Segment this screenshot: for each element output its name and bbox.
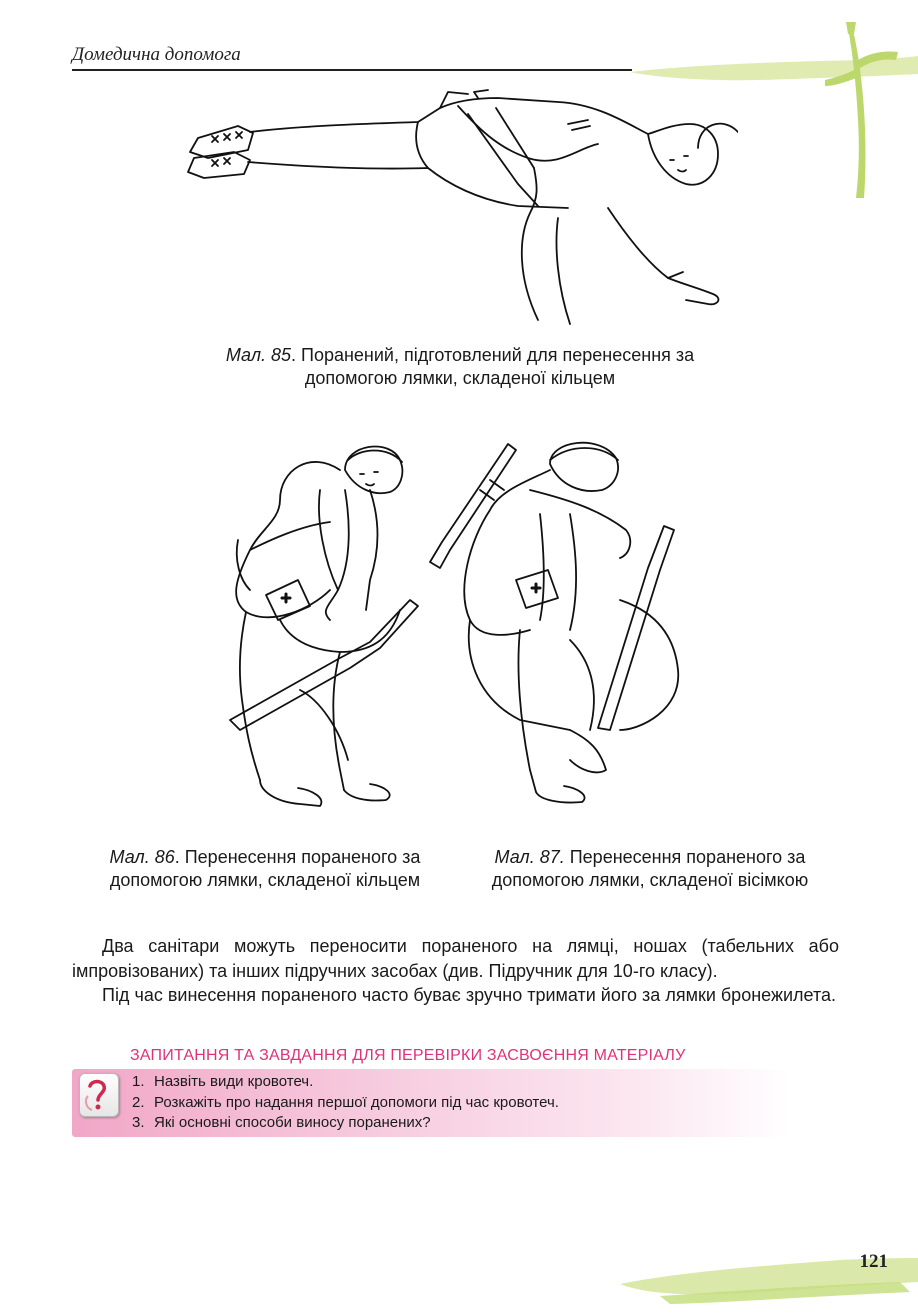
question-icon — [79, 1073, 119, 1117]
quiz-item-number: 1. — [132, 1073, 145, 1090]
figure-85-label: Мал. 85 — [225, 345, 291, 365]
figure-86-caption: Мал. 86. Перенесення пораненого за допом… — [90, 846, 440, 892]
figure-87-label: Мал. 87. — [494, 847, 565, 867]
figure-85-caption: Мал. 85. Поранений, підготовлений для пе… — [180, 344, 740, 390]
running-header: Домедична допомога — [72, 44, 241, 65]
figure-87-caption: Мал. 87. Перенесення пораненого за допом… — [470, 846, 830, 892]
figure-85-illustration — [187, 89, 738, 325]
quiz-item-number: 2. — [132, 1093, 145, 1111]
sword-ornament-icon — [630, 22, 918, 198]
body-text: Два санітари можуть переносити пораненог… — [72, 934, 839, 1008]
quiz-item-text: Які основні способи виносу поранених? — [154, 1114, 431, 1131]
footer-brush-ornament — [620, 1258, 918, 1304]
body-paragraph: Під час винесення пораненого часто буває… — [102, 985, 837, 1005]
quiz-item-text: Назвіть види кровотеч. — [154, 1073, 314, 1090]
figure-87-caption-text: Перенесення пораненого за допомогою лямк… — [491, 847, 809, 890]
quiz-heading: ЗАПИТАННЯ ТА ЗАВДАННЯ ДЛЯ ПЕРЕВІРКИ ЗАСВ… — [130, 1047, 686, 1064]
page-number: 121 — [859, 1251, 889, 1272]
body-paragraph: Два санітари можуть переносити пораненог… — [72, 936, 839, 981]
quiz-item-number: 3. — [132, 1114, 145, 1131]
figure-86-illustration — [229, 445, 419, 807]
quiz-item: 2. Розкажіть про надання першої допомоги … — [132, 1093, 559, 1114]
figure-87-illustration — [429, 441, 679, 804]
quiz-item: 3. Які основні способи виносу поранених? — [132, 1113, 559, 1134]
figure-86-caption-text: . Перенесення пораненого за допомогою ля… — [109, 847, 421, 890]
figure-85-caption-text: . Поранений, підготовлений для перенесен… — [291, 345, 695, 388]
figure-86-label: Мал. 86 — [109, 847, 175, 867]
quiz-item-text: Розкажіть про надання першої допомоги пі… — [154, 1093, 559, 1111]
quiz-background-band — [72, 1069, 790, 1137]
header-rule — [72, 69, 632, 71]
quiz-list: 1. Назвіть види кровотеч. 2. Розкажіть про… — [132, 1072, 559, 1134]
quiz-item: 1. Назвіть види кровотеч. — [132, 1072, 559, 1093]
